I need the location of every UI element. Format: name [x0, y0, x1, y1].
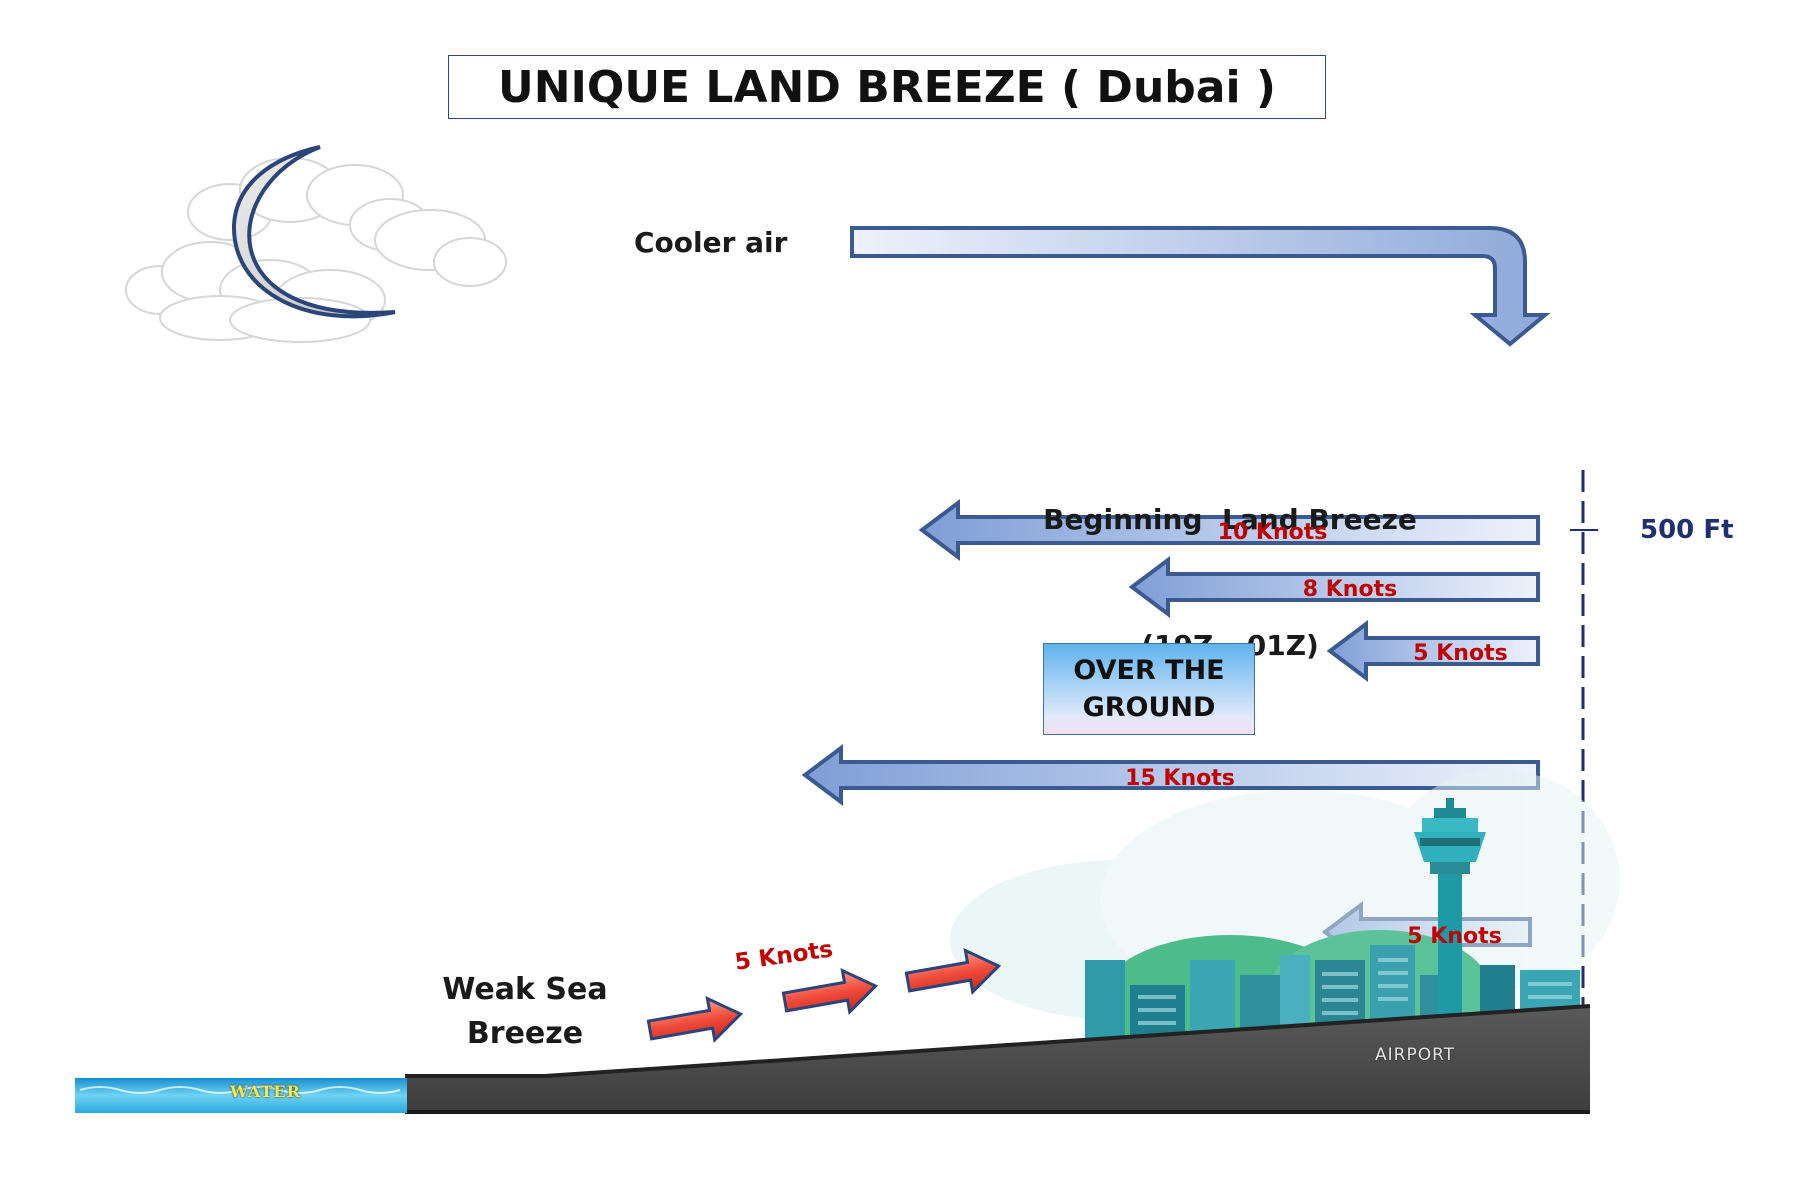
- airport-label: AIRPORT: [1375, 1045, 1456, 1065]
- water-label: WATER: [230, 1082, 301, 1101]
- knots-label-2: 5 Knots: [1413, 641, 1508, 666]
- diagram-title: UNIQUE LAND BREEZE ( Dubai ): [448, 55, 1326, 119]
- knots-label-4: 5 Knots: [1407, 924, 1502, 949]
- cooler-air-arrow: [850, 226, 1551, 347]
- over-ground-line2: GROUND: [1082, 692, 1216, 723]
- ground-edge-slope: [544, 1004, 1591, 1078]
- moon-icon: [231, 145, 396, 319]
- knots-label-1: 8 Knots: [1302, 577, 1398, 602]
- over-the-ground-box: OVER THE GROUND: [1043, 643, 1255, 735]
- knots-label-3: 15 Knots: [1125, 766, 1235, 791]
- altitude-label: 500 Ft: [1640, 515, 1734, 545]
- cooler-air-label: Cooler air: [634, 226, 788, 259]
- control-tower-icon: [1414, 798, 1486, 1030]
- weak-sea-line1: Weak Sea: [442, 972, 608, 1007]
- ground-slope: [405, 1005, 1590, 1112]
- water-body: [75, 1078, 407, 1113]
- cloud-icon: [125, 157, 507, 343]
- land-breeze-arrow-0: [918, 499, 1540, 561]
- land-breeze-arrow-3: [801, 744, 1540, 806]
- beginning-line1: Beginning Land Breeze: [1043, 503, 1417, 536]
- knots-label-0: 10 Knots: [1217, 520, 1328, 545]
- sea-breeze-arrow-1: [781, 967, 879, 1016]
- weak-sea-line2: Breeze: [466, 1016, 584, 1051]
- land-breeze-arrow-2: [1326, 620, 1540, 682]
- sea-breeze-arrow-2: [904, 947, 1002, 996]
- sea-breeze-arrow-0: [646, 995, 744, 1044]
- land-breeze-arrow-1: [1128, 556, 1540, 618]
- water-waves: [79, 1086, 401, 1094]
- over-ground-line1: OVER THE: [1073, 655, 1225, 686]
- weak-sea-breeze-label: Weak Sea Breeze: [430, 968, 620, 1056]
